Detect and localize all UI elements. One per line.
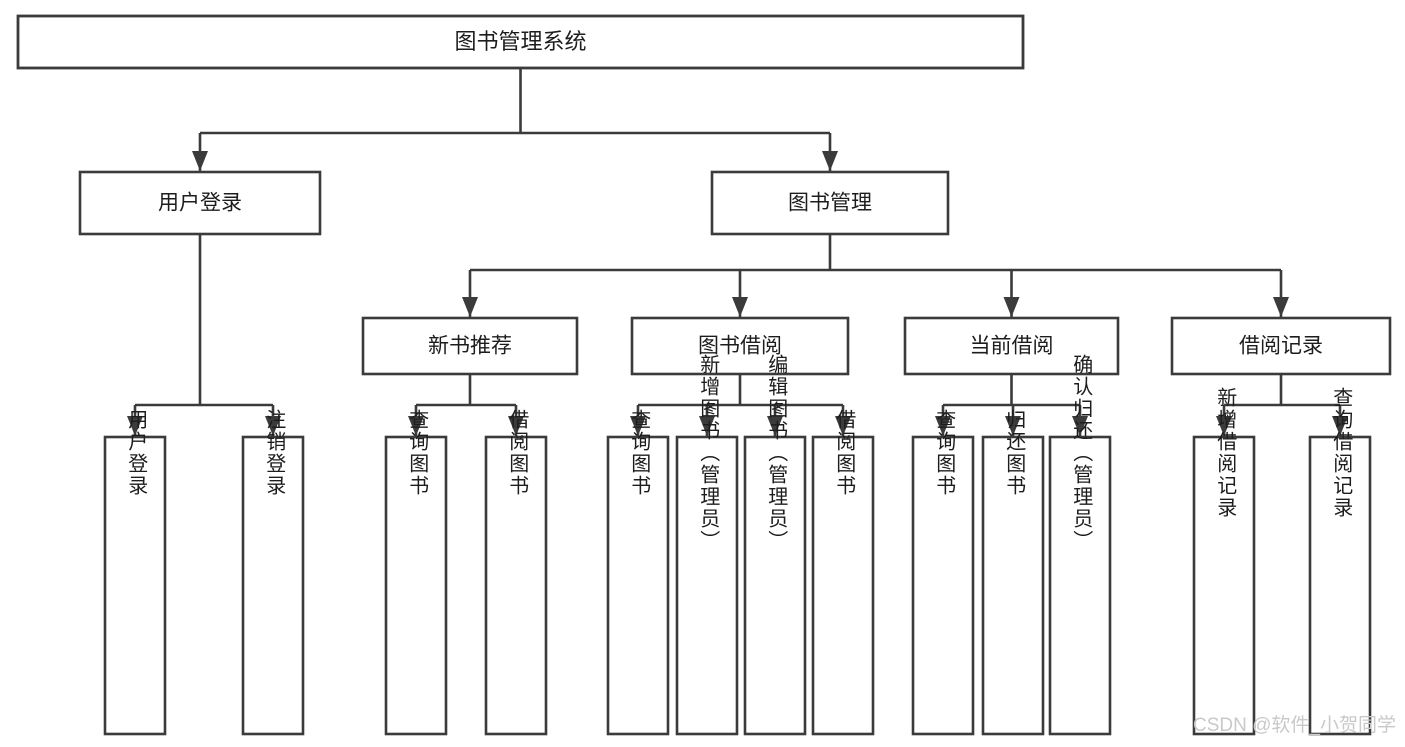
arrow-head-icon [767, 416, 783, 436]
node-label: 查询图书 [628, 409, 651, 497]
arrow-head-icon [699, 416, 715, 436]
node-box-rect[interactable] [361, 316, 579, 376]
arrow-head-icon [462, 297, 478, 317]
node-box-rect[interactable] [78, 170, 322, 236]
arrow-head-icon [1216, 416, 1232, 436]
arrow-head-icon [192, 151, 208, 171]
node-label: 编辑图书（管理员） [765, 354, 788, 552]
arrow-head-icon [508, 416, 524, 436]
node-box-rect[interactable] [16, 14, 1025, 70]
node-book-management[interactable]: 图书管理 [710, 170, 950, 236]
node-label: 注销登录 [263, 409, 286, 497]
node-label: 查询借阅记录 [1330, 387, 1353, 519]
node-leaf-return-book[interactable]: 归还图书 [981, 409, 1045, 736]
node-label: 新书推荐 [428, 335, 512, 358]
node-leaf-logout-login[interactable]: 注销登录 [241, 409, 305, 736]
node-new-book-recommend[interactable]: 新书推荐 [361, 316, 579, 376]
node-label: 图书管理系统 [454, 29, 586, 54]
arrow-head-icon [1273, 297, 1289, 317]
node-label: 借阅图书 [506, 409, 529, 497]
arrow-head-icon [835, 416, 851, 436]
node-leaf-edit-book-admin[interactable]: 编辑图书（管理员） [743, 354, 807, 736]
node-box-rect[interactable] [1048, 435, 1112, 736]
node-leaf-user-login[interactable]: 用户登录 [103, 409, 167, 736]
node-box-rect[interactable] [1170, 316, 1392, 376]
node-label: 新增图书（管理员） [697, 354, 720, 552]
node-box-rect[interactable] [743, 435, 807, 736]
node-current-borrow[interactable]: 当前借阅 [903, 316, 1120, 376]
arrow-head-icon [127, 416, 143, 436]
node-box-rect[interactable] [911, 435, 975, 736]
node-box-rect[interactable] [710, 170, 950, 236]
arrow-head-icon [935, 416, 951, 436]
arrow-head-icon [630, 416, 646, 436]
node-box-rect[interactable] [1308, 435, 1372, 736]
connector-lines-group [127, 68, 1348, 436]
node-user-login[interactable]: 用户登录 [78, 170, 322, 236]
node-label: 借阅记录 [1239, 335, 1323, 358]
node-box-rect[interactable] [241, 435, 305, 736]
arrow-head-icon [732, 297, 748, 317]
node-leaf-query-book-current[interactable]: 查询图书 [911, 409, 975, 736]
node-box-rect[interactable] [1192, 435, 1256, 736]
node-root[interactable]: 图书管理系统 [16, 14, 1025, 70]
node-borrow-record[interactable]: 借阅记录 [1170, 316, 1392, 376]
node-box-rect[interactable] [384, 435, 448, 736]
node-leaf-confirm-return-admin[interactable]: 确认归还（管理员） [1048, 354, 1112, 736]
node-label: 确认归还（管理员） [1070, 354, 1093, 552]
node-box-rect[interactable] [675, 435, 739, 736]
csdn-watermark: CSDN @软件_小贺同学 [1193, 714, 1396, 736]
node-label: 用户登录 [158, 192, 242, 215]
node-book-borrow[interactable]: 图书借阅 [630, 316, 850, 376]
arrow-head-icon [408, 416, 424, 436]
node-leaf-add-borrow-record[interactable]: 新增借阅记录 [1192, 387, 1256, 736]
arrow-head-icon [1003, 297, 1020, 317]
arrow-head-icon [1005, 416, 1021, 436]
node-box-rect[interactable] [606, 435, 670, 736]
arrow-head-icon [265, 416, 281, 436]
node-label: 当前借阅 [970, 335, 1054, 358]
node-box-rect[interactable] [811, 435, 875, 736]
node-box-rect[interactable] [484, 435, 548, 736]
node-label: 图书借阅 [698, 335, 782, 358]
node-leaf-query-book[interactable]: 查询图书 [606, 409, 670, 736]
node-box-rect[interactable] [903, 316, 1120, 376]
node-label: 查询图书 [406, 409, 429, 497]
node-box-rect[interactable] [630, 316, 850, 376]
node-leaf-borrow-book[interactable]: 借阅图书 [811, 409, 875, 736]
node-label: 新增借阅记录 [1214, 387, 1237, 519]
arrow-head-icon [1332, 416, 1348, 436]
node-box-rect[interactable] [981, 435, 1045, 736]
arrow-head-icon [1072, 416, 1088, 436]
node-label: 用户登录 [125, 409, 148, 497]
arrow-head-icon [822, 151, 838, 171]
node-leaf-borrow-book-recommend[interactable]: 借阅图书 [484, 409, 548, 736]
node-label: 归还图书 [1003, 409, 1026, 497]
node-leaf-query-borrow-record[interactable]: 查询借阅记录 [1308, 387, 1372, 736]
node-box-rect[interactable] [103, 435, 167, 736]
node-label: 借阅图书 [833, 409, 856, 497]
node-label: 图书管理 [788, 192, 872, 215]
node-label: 查询图书 [933, 409, 956, 497]
node-leaf-query-book-recommend[interactable]: 查询图书 [384, 409, 448, 736]
node-boxes-group: 图书管理系统用户登录图书管理新书推荐图书借阅当前借阅借阅记录用户登录注销登录查询… [16, 14, 1392, 736]
node-leaf-add-book-admin[interactable]: 新增图书（管理员） [675, 354, 739, 736]
